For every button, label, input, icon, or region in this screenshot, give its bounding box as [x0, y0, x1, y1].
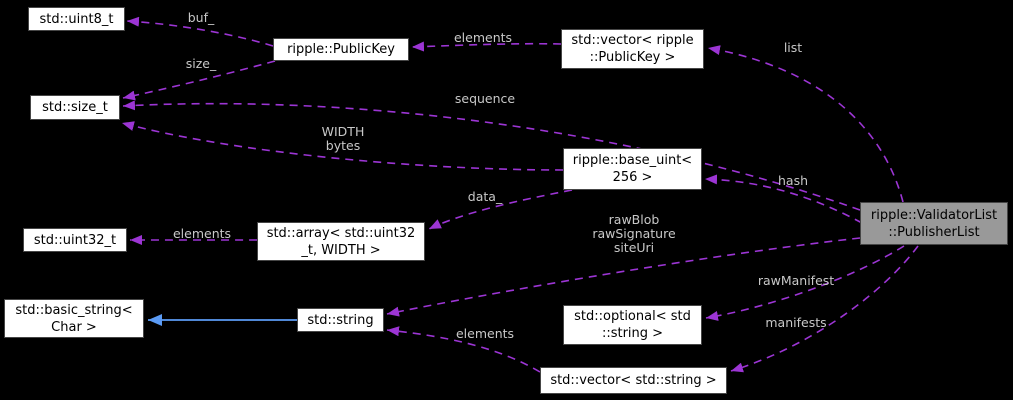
node-label: Char > — [51, 319, 97, 335]
node-label: std::basic_string< — [15, 302, 133, 318]
edge-elements-string — [386, 326, 541, 373]
node-label: std::array< std::uint32 — [266, 225, 416, 241]
edge-label-manifests: manifests — [765, 315, 827, 330]
edge-hash — [704, 174, 863, 224]
node-label: std::uint32_t — [33, 232, 117, 248]
edge-elements-publickey — [411, 41, 562, 52]
node-label: ripple::PublicKey — [287, 42, 395, 57]
edge-label-sequence: sequence — [454, 91, 516, 106]
node-std-basic-string-char[interactable]: std::basic_string< Char > — [4, 299, 144, 338]
node-std-array-uint32-width[interactable]: std::array< std::uint32 _t, WIDTH > — [257, 222, 425, 261]
edge-label-elements-uint32: elements — [172, 226, 232, 241]
node-std-vector-string[interactable]: std::vector< std::string > — [540, 367, 727, 394]
node-label: std::optional< std — [574, 309, 691, 324]
node-label: ripple::base_uint< — [572, 153, 693, 168]
node-label: std::vector< std::string > — [550, 373, 717, 388]
node-label: _t, WIDTH > — [301, 242, 381, 258]
edge-size — [122, 60, 276, 101]
edge-sequence — [122, 100, 861, 211]
edge-label-buf: buf_ — [187, 10, 215, 25]
node-label: std::string — [307, 312, 374, 328]
edge-label-raw-fields: rawBlob rawSignature siteUri — [592, 212, 676, 255]
edge-label-width-bytes: WIDTH bytes — [321, 124, 365, 153]
edge-data — [428, 189, 573, 230]
edge-manifests — [730, 245, 919, 373]
edge-raw-fields — [386, 237, 861, 317]
edge-width-bytes — [121, 121, 564, 171]
edge-label-hash: hash — [777, 173, 809, 188]
node-std-optional-string[interactable]: std::optional< std ::string > — [563, 305, 702, 345]
node-label: std::uint8_t — [39, 11, 114, 27]
node-label: std::vector< ripple — [571, 33, 694, 48]
edge-list — [707, 45, 904, 203]
edge-label-list: list — [783, 40, 803, 55]
node-label: ::string > — [601, 326, 664, 341]
node-std-string[interactable]: std::string — [297, 308, 384, 332]
node-label: ::PublisherList — [888, 224, 980, 240]
node-label: ripple::ValidatorList — [870, 207, 998, 223]
node-label: ::PublicKey > — [589, 50, 676, 65]
node-label: std::size_t — [42, 100, 108, 115]
node-std-size-t[interactable]: std::size_t — [30, 95, 120, 120]
node-ripple-validatorlist-publisherlist[interactable]: ripple::ValidatorList ::PublisherList — [860, 202, 1008, 245]
edge-label-data: data_ — [467, 189, 503, 204]
node-label: 256 > — [612, 170, 653, 185]
edge-label-raw-manifest: rawManifest — [757, 273, 835, 288]
edge-label-elements-publickey: elements — [453, 30, 513, 45]
node-std-vector-publickey[interactable]: std::vector< ripple ::PublicKey > — [561, 29, 704, 69]
edge-label-size: size_ — [185, 56, 217, 71]
edge-buf — [126, 16, 274, 47]
edge-raw-manifest — [705, 245, 905, 321]
node-std-uint32-t[interactable]: std::uint32_t — [23, 228, 127, 252]
edge-label-elements-string: elements — [455, 326, 515, 341]
node-ripple-publickey[interactable]: ripple::PublicKey — [273, 38, 409, 61]
node-std-uint8-t[interactable]: std::uint8_t — [28, 7, 125, 31]
node-ripple-base-uint-256[interactable]: ripple::base_uint< 256 > — [563, 148, 702, 190]
